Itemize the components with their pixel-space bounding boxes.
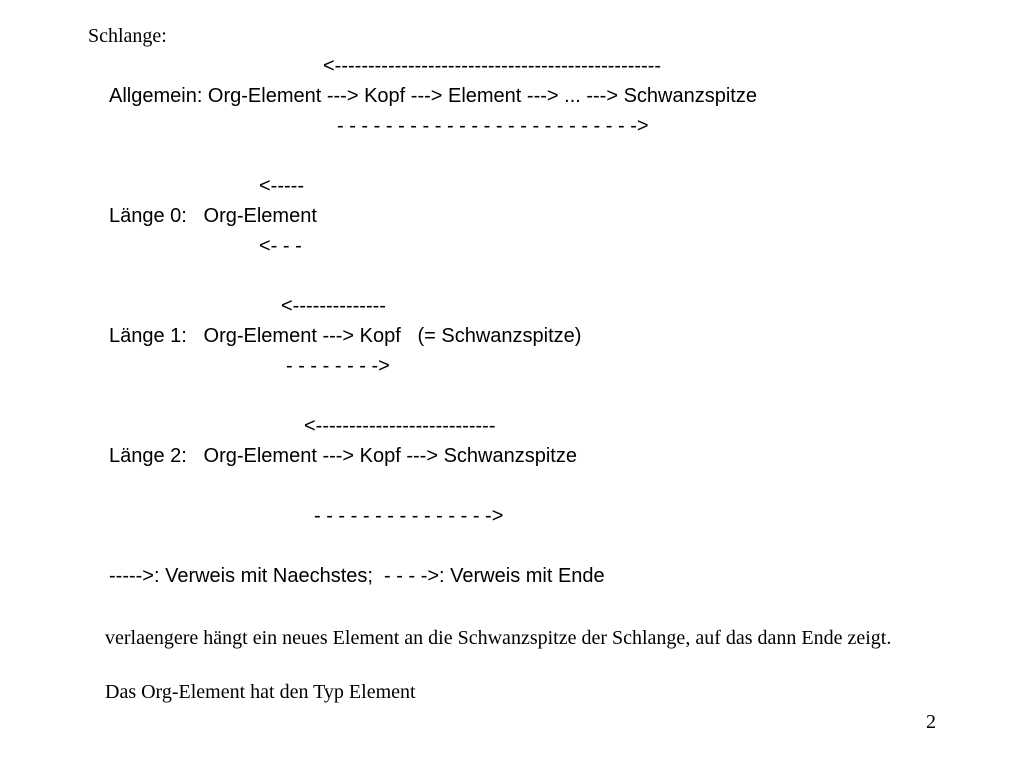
length2-end-arrow: - - - - - - - - - - - - - - -> <box>314 505 504 527</box>
length0-next-arrow: <----- <box>259 175 304 197</box>
note-org-element-type: Das Org-Element hat den Typ Element <box>105 681 416 703</box>
length0-line: Länge 0: Org-Element <box>109 205 317 227</box>
general-end-arrow: - - - - - - - - - - - - - - - - - - - - … <box>337 115 649 137</box>
general-next-arrow: <---------------------------------------… <box>323 55 662 77</box>
page-number: 2 <box>926 711 936 733</box>
length1-line: Länge 1: Org-Element ---> Kopf (= Schwan… <box>109 325 582 347</box>
length1-end-arrow: - - - - - - - -> <box>286 355 390 377</box>
length0-end-arrow: <- - - <box>259 235 302 257</box>
arrow-legend: ----->: Verweis mit Naechstes; - - - ->:… <box>109 565 605 587</box>
slide-title: Schlange: <box>88 25 167 47</box>
general-line: Allgemein: Org-Element ---> Kopf ---> El… <box>109 85 757 107</box>
note-verlaengere: verlaengere hängt ein neues Element an d… <box>105 627 892 649</box>
length2-next-arrow: <--------------------------- <box>304 415 496 437</box>
length2-line: Länge 2: Org-Element ---> Kopf ---> Schw… <box>109 445 577 467</box>
length1-next-arrow: <-------------- <box>281 295 386 317</box>
